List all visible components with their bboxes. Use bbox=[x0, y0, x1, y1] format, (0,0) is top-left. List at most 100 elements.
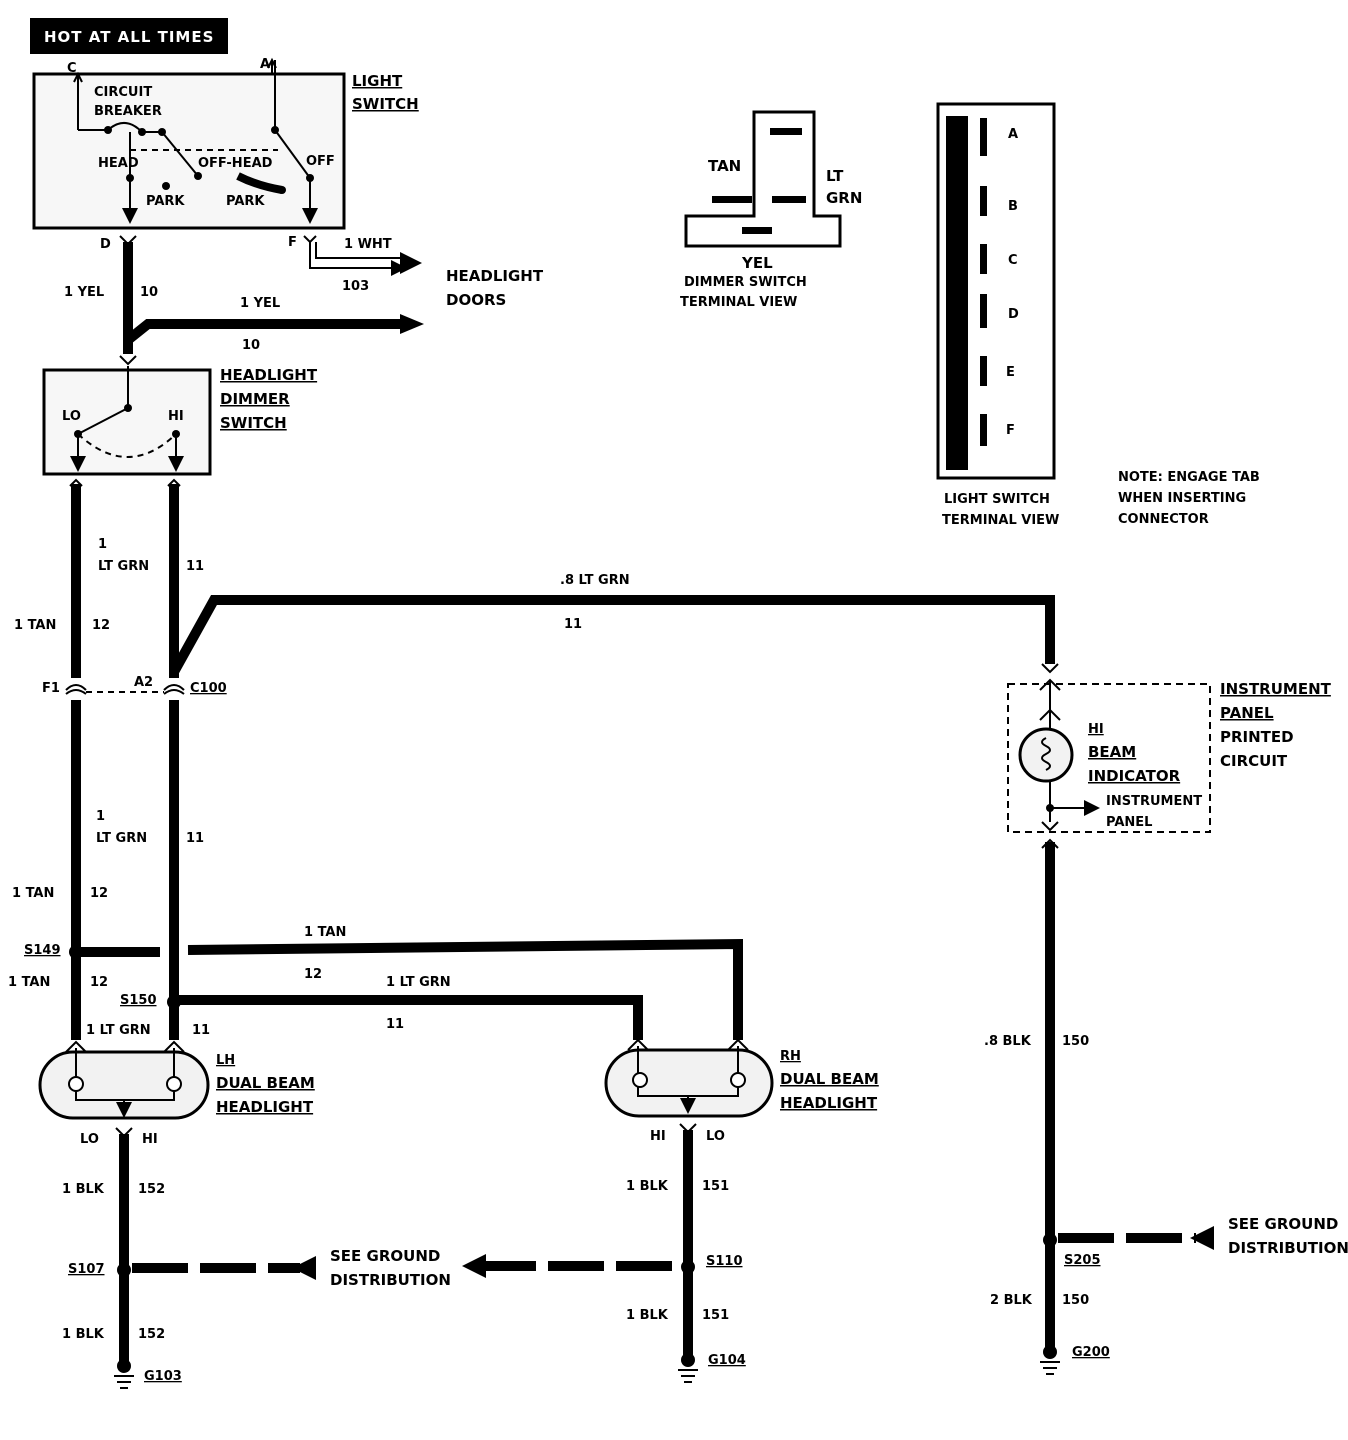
cross-wire-circuit: 11 bbox=[564, 617, 582, 632]
dimmer-tv-caption-1: DIMMER SWITCH bbox=[684, 275, 807, 290]
dimmer-hi-label: HI bbox=[168, 409, 184, 424]
rh-title-1: RH bbox=[780, 1049, 801, 1064]
switch-tv-caption-2: TERMINAL VIEW bbox=[942, 513, 1059, 528]
ip-ground-wire-color: .8 BLK bbox=[984, 1034, 1032, 1049]
lh-hi-label: HI bbox=[142, 1132, 158, 1147]
pin-c-label: C bbox=[1008, 253, 1018, 268]
rh-dual-beam-headlight bbox=[604, 1046, 774, 1118]
pin-a-label: A bbox=[1008, 127, 1018, 142]
rh-hi-label: HI bbox=[650, 1129, 666, 1144]
yel-wire-color-left: 1 YEL bbox=[64, 285, 104, 300]
dimmer-tv-tan: TAN bbox=[708, 157, 741, 175]
upper-ltgrn-color: LT GRN bbox=[98, 559, 149, 574]
tan-wire-to-rh bbox=[187, 938, 743, 1040]
center-see-ground-1: SEE GROUND bbox=[330, 1247, 440, 1265]
light-switch-title-2: SWITCH bbox=[352, 95, 419, 113]
ip-ground-wire2-circuit: 150 bbox=[1062, 1293, 1089, 1308]
pin-f-label: F bbox=[1006, 423, 1015, 438]
headlight-doors-wire bbox=[309, 242, 407, 276]
hi-beam-label-3: INDICATOR bbox=[1088, 767, 1181, 785]
s205-label: S205 bbox=[1064, 1253, 1101, 1268]
wht-circuit-label: 103 bbox=[342, 279, 369, 294]
rh-title-3: HEADLIGHT bbox=[780, 1094, 878, 1112]
g200-ground-icon bbox=[1040, 1345, 1060, 1375]
dimmer-title-2: DIMMER bbox=[220, 390, 290, 408]
terminal-f-label: F bbox=[288, 235, 297, 250]
s150-label: S150 bbox=[120, 993, 157, 1008]
circuit-label: CIRCUIT bbox=[94, 85, 152, 100]
lower-ltgrn-color: LT GRN bbox=[96, 831, 147, 846]
head-label: HEAD bbox=[98, 156, 139, 171]
ltgrn-below-s150-circuit: 11 bbox=[192, 1023, 210, 1038]
ip-title-3: PRINTED bbox=[1220, 728, 1294, 746]
light-switch-terminal-view bbox=[936, 102, 1056, 480]
lh-wire-color: 1 BLK bbox=[62, 1182, 105, 1197]
dimmer-title-1: HEADLIGHT bbox=[220, 366, 318, 384]
upper-ltgrn-num: 1 bbox=[98, 537, 107, 552]
ip-ground-label-2: PANEL bbox=[1106, 815, 1152, 830]
g103-ground-icon bbox=[114, 1359, 134, 1389]
light-switch-title-1: LIGHT bbox=[352, 72, 403, 90]
terminal-d-label: D bbox=[100, 237, 111, 252]
lower-ltgrn-circuit: 11 bbox=[186, 831, 204, 846]
upper-ltgrn-circuit: 11 bbox=[186, 559, 204, 574]
terminal-a-label: A bbox=[260, 57, 270, 72]
c100-name-label: C100 bbox=[190, 681, 227, 696]
wht-wire-label: 1 WHT bbox=[344, 237, 392, 252]
instrument-panel-circuit bbox=[1007, 678, 1211, 833]
dimmer-terminal-view bbox=[684, 110, 842, 248]
tan-below-s149-color: 1 TAN bbox=[8, 975, 50, 990]
rh-tan-circuit: 12 bbox=[304, 967, 322, 982]
rh-title-2: DUAL BEAM bbox=[780, 1070, 879, 1088]
ip-title-4: CIRCUIT bbox=[1220, 752, 1288, 770]
tan-below-s149-circuit: 12 bbox=[90, 975, 108, 990]
dimmer-tv-yel: YEL bbox=[741, 254, 773, 272]
ip-see-ground-1: SEE GROUND bbox=[1228, 1215, 1338, 1233]
g104-label: G104 bbox=[708, 1353, 746, 1368]
s107-splice bbox=[117, 1263, 131, 1277]
ltgrn-below-s150-color: 1 LT GRN bbox=[86, 1023, 151, 1038]
yel-wire-color-right: 1 YEL bbox=[240, 296, 280, 311]
breaker-label: BREAKER bbox=[94, 104, 162, 119]
lh-wire2-color: 1 BLK bbox=[62, 1327, 105, 1342]
dimmer-lo-label: LO bbox=[62, 409, 81, 424]
rh-wire-color: 1 BLK bbox=[626, 1179, 669, 1194]
rh-wire-circuit: 151 bbox=[702, 1179, 729, 1194]
yel-wire-circuit-left: 10 bbox=[140, 285, 158, 300]
lower-ltgrn-num: 1 bbox=[96, 809, 105, 824]
rh-tan-color: 1 TAN bbox=[304, 925, 346, 940]
g104-ground-icon bbox=[678, 1353, 698, 1383]
dimmer-tv-caption-2: TERMINAL VIEW bbox=[680, 295, 797, 310]
light-switch bbox=[32, 57, 346, 230]
park-left-label: PARK bbox=[146, 194, 185, 209]
ip-title-1: INSTRUMENT bbox=[1220, 680, 1332, 698]
lh-title-2: DUAL BEAM bbox=[216, 1074, 315, 1092]
c100-a2-label: A2 bbox=[134, 675, 153, 690]
s110-label: S110 bbox=[706, 1254, 743, 1269]
lh-wire2-circuit: 152 bbox=[138, 1327, 165, 1342]
g200-label: G200 bbox=[1072, 1345, 1110, 1360]
s110-splice bbox=[681, 1260, 695, 1274]
terminal-c-label: C bbox=[67, 61, 77, 76]
rh-wire2-color: 1 BLK bbox=[626, 1308, 669, 1323]
hot-at-all-times-banner bbox=[30, 18, 228, 54]
upper-tan-circuit: 12 bbox=[92, 618, 110, 633]
park-right-label: PARK bbox=[226, 194, 265, 209]
note-line-3: CONNECTOR bbox=[1118, 512, 1209, 527]
s107-label: S107 bbox=[68, 1262, 105, 1277]
s205-splice bbox=[1043, 1233, 1057, 1247]
note-line-2: WHEN INSERTING bbox=[1118, 491, 1246, 506]
lower-tan-circuit: 12 bbox=[90, 886, 108, 901]
upper-tan-color: 1 TAN bbox=[14, 618, 56, 633]
lh-wire-circuit: 152 bbox=[138, 1182, 165, 1197]
hi-beam-label-1: HI bbox=[1088, 722, 1104, 737]
hi-beam-label-2: BEAM bbox=[1088, 743, 1136, 761]
switch-tv-caption-1: LIGHT SWITCH bbox=[944, 492, 1050, 507]
yel-wire-branch bbox=[124, 319, 405, 344]
headlight-doors-label-1: HEADLIGHT bbox=[446, 267, 544, 285]
banner-text: HOT AT ALL TIMES bbox=[44, 28, 214, 46]
lh-dual-beam-headlight bbox=[38, 1048, 210, 1120]
dimmer-title-3: SWITCH bbox=[220, 414, 287, 432]
headlight-dimmer-switch bbox=[42, 366, 212, 476]
